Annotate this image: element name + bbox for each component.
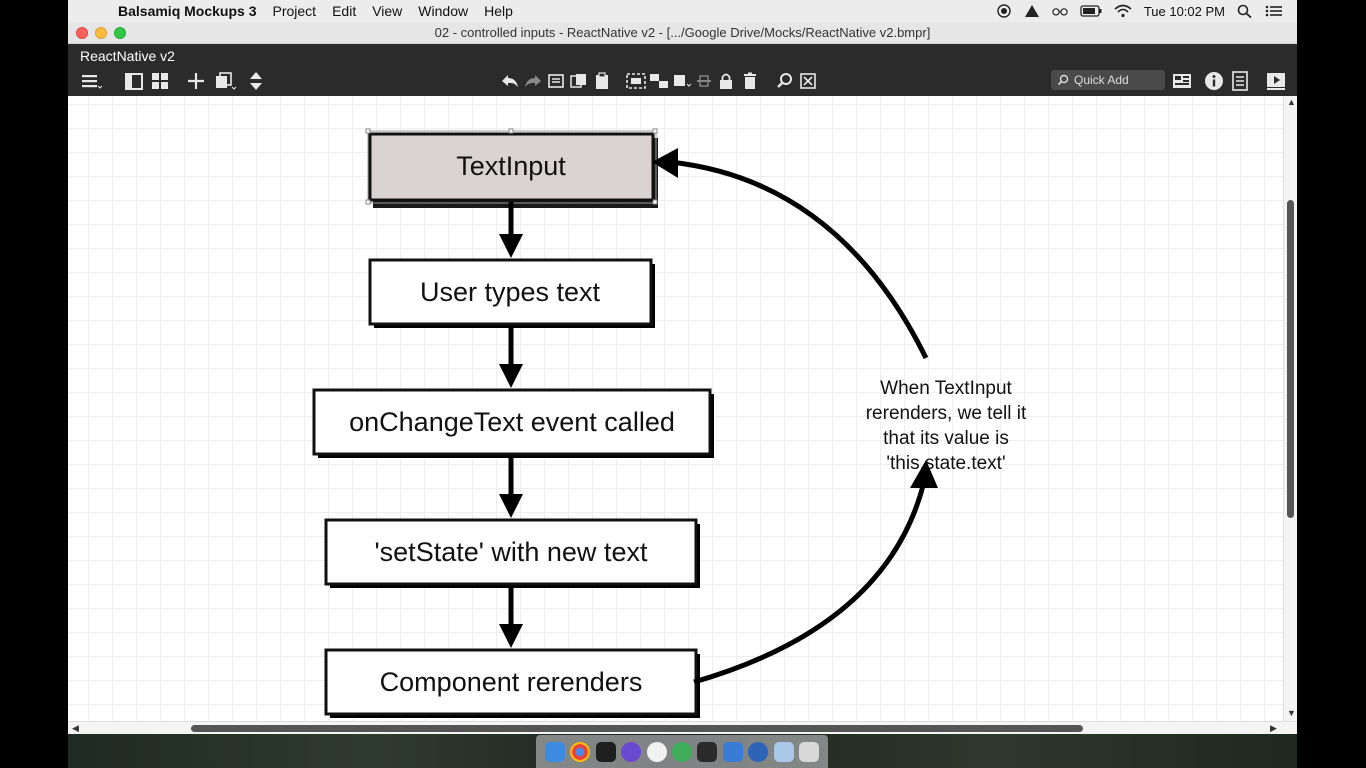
find-icon[interactable] bbox=[776, 70, 794, 92]
trash-icon[interactable] bbox=[799, 741, 820, 762]
terminal-icon[interactable] bbox=[595, 741, 616, 762]
window-zoom-button[interactable] bbox=[114, 27, 126, 39]
redo-icon[interactable] bbox=[523, 70, 543, 92]
flow-diagram: TextInput User types text onChangeText e… bbox=[312, 128, 1027, 718]
ui-library-icon[interactable] bbox=[1172, 70, 1192, 92]
window-title: 02 - controlled inputs - ReactNative v2 … bbox=[434, 25, 931, 40]
app-window: 02 - controlled inputs - ReactNative v2 … bbox=[68, 22, 1297, 734]
notes-icon[interactable] bbox=[1231, 70, 1249, 92]
flow-box-onchangetext[interactable]: onChangeText event called bbox=[312, 388, 714, 458]
panel-toggle-icon[interactable] bbox=[124, 70, 144, 92]
menu-bar: Balsamiq Mockups 3 Project Edit View Win… bbox=[68, 0, 1297, 22]
finder-icon[interactable] bbox=[544, 741, 565, 762]
horizontal-scrollbar[interactable]: ◀ ▶ bbox=[68, 721, 1297, 734]
vertical-scrollbar[interactable]: ▲ ▼ bbox=[1283, 96, 1297, 721]
paste-icon[interactable] bbox=[594, 70, 610, 92]
presentation-icon[interactable] bbox=[1266, 70, 1286, 92]
annotation-line: that its value is bbox=[883, 428, 1009, 449]
flow-box-label: Component rerenders bbox=[380, 667, 643, 697]
globe-app-icon[interactable] bbox=[671, 741, 692, 762]
menu-edit[interactable]: Edit bbox=[332, 3, 357, 19]
menu-help[interactable]: Help bbox=[484, 3, 513, 19]
flow-box-user-types[interactable]: User types text bbox=[368, 258, 655, 328]
toolbar: ReactNative v2 Quick Add bbox=[68, 44, 1297, 96]
browser-icon[interactable] bbox=[748, 741, 769, 762]
flow-box-label: User types text bbox=[420, 277, 601, 307]
reorder-icon[interactable] bbox=[246, 70, 266, 92]
xcode-icon[interactable] bbox=[722, 741, 743, 762]
chrome-icon[interactable] bbox=[570, 741, 591, 762]
flow-box-label: TextInput bbox=[456, 151, 566, 181]
glasses-icon[interactable] bbox=[1052, 4, 1068, 18]
bring-forward-icon[interactable] bbox=[672, 70, 692, 92]
annotation-note[interactable]: When TextInput rerenders, we tell it tha… bbox=[866, 378, 1027, 474]
console-icon[interactable] bbox=[697, 741, 718, 762]
status-area: Tue 10:02 PM bbox=[996, 4, 1297, 19]
scroll-down-icon[interactable]: ▼ bbox=[1287, 708, 1296, 718]
curved-arrow-back[interactable] bbox=[669, 159, 929, 360]
ungroup-icon[interactable] bbox=[649, 70, 669, 92]
undo-icon[interactable] bbox=[500, 70, 520, 92]
flow-box-label: onChangeText event called bbox=[349, 407, 675, 437]
window-close-button[interactable] bbox=[76, 27, 88, 39]
scroll-left-icon[interactable]: ◀ bbox=[72, 723, 79, 733]
menubar-clock[interactable]: Tue 10:02 PM bbox=[1143, 3, 1225, 19]
flow-box-setstate[interactable]: 'setState' with new text bbox=[324, 518, 700, 588]
project-name: ReactNative v2 bbox=[80, 48, 175, 64]
menu-view[interactable]: View bbox=[372, 3, 403, 19]
window-minimize-button[interactable] bbox=[95, 27, 107, 39]
notification-center-icon[interactable] bbox=[1265, 4, 1283, 18]
hamburger-menu-icon[interactable] bbox=[80, 70, 102, 92]
annotation-line: 'this.state.text' bbox=[886, 453, 1005, 474]
align-icon[interactable] bbox=[695, 70, 713, 92]
flow-box-rerenders[interactable]: Component rerenders bbox=[324, 648, 700, 718]
annotation-line: When TextInput bbox=[880, 378, 1012, 399]
vertical-scroll-thumb[interactable] bbox=[1287, 200, 1294, 518]
duplicate-icon[interactable] bbox=[214, 70, 238, 92]
info-icon[interactable] bbox=[1204, 70, 1224, 92]
group-icon[interactable] bbox=[626, 70, 646, 92]
dock bbox=[536, 735, 828, 768]
add-icon[interactable] bbox=[186, 70, 206, 92]
grid-view-icon[interactable] bbox=[150, 70, 170, 92]
quick-add-field[interactable]: Quick Add bbox=[1051, 70, 1165, 90]
battery-icon[interactable] bbox=[1080, 4, 1102, 18]
cut-icon[interactable] bbox=[547, 70, 565, 92]
curved-arrow-up[interactable] bbox=[693, 481, 927, 685]
google-drive-icon[interactable] bbox=[1024, 4, 1040, 18]
annotation-line: rerenders, we tell it bbox=[866, 403, 1027, 424]
flow-box-label: 'setState' with new text bbox=[375, 537, 648, 567]
menu-window[interactable]: Window bbox=[418, 3, 469, 19]
delete-icon[interactable] bbox=[742, 70, 758, 92]
scroll-up-icon[interactable]: ▲ bbox=[1287, 97, 1296, 107]
wifi-icon[interactable] bbox=[1114, 4, 1132, 18]
quick-add-placeholder: Quick Add bbox=[1074, 73, 1129, 87]
downloads-folder-icon[interactable] bbox=[773, 741, 794, 762]
clear-icon[interactable] bbox=[799, 70, 817, 92]
flow-box-textinput[interactable]: TextInput bbox=[365, 128, 658, 208]
menu-project[interactable]: Project bbox=[272, 3, 317, 19]
lock-icon[interactable] bbox=[718, 70, 734, 92]
record-icon[interactable] bbox=[996, 4, 1012, 18]
compass-app-icon[interactable] bbox=[621, 741, 642, 762]
menu-app-name[interactable]: Balsamiq Mockups 3 bbox=[118, 3, 257, 19]
horizontal-scroll-thumb[interactable] bbox=[191, 725, 1083, 732]
copy-icon[interactable] bbox=[570, 70, 588, 92]
mockup-canvas[interactable]: TextInput User types text onChangeText e… bbox=[68, 96, 1283, 721]
smiley-app-icon[interactable] bbox=[646, 741, 667, 762]
search-icon bbox=[1057, 74, 1069, 86]
scroll-right-icon[interactable]: ▶ bbox=[1270, 723, 1277, 733]
spotlight-search-icon[interactable] bbox=[1237, 4, 1253, 18]
title-bar[interactable]: 02 - controlled inputs - ReactNative v2 … bbox=[68, 22, 1297, 44]
